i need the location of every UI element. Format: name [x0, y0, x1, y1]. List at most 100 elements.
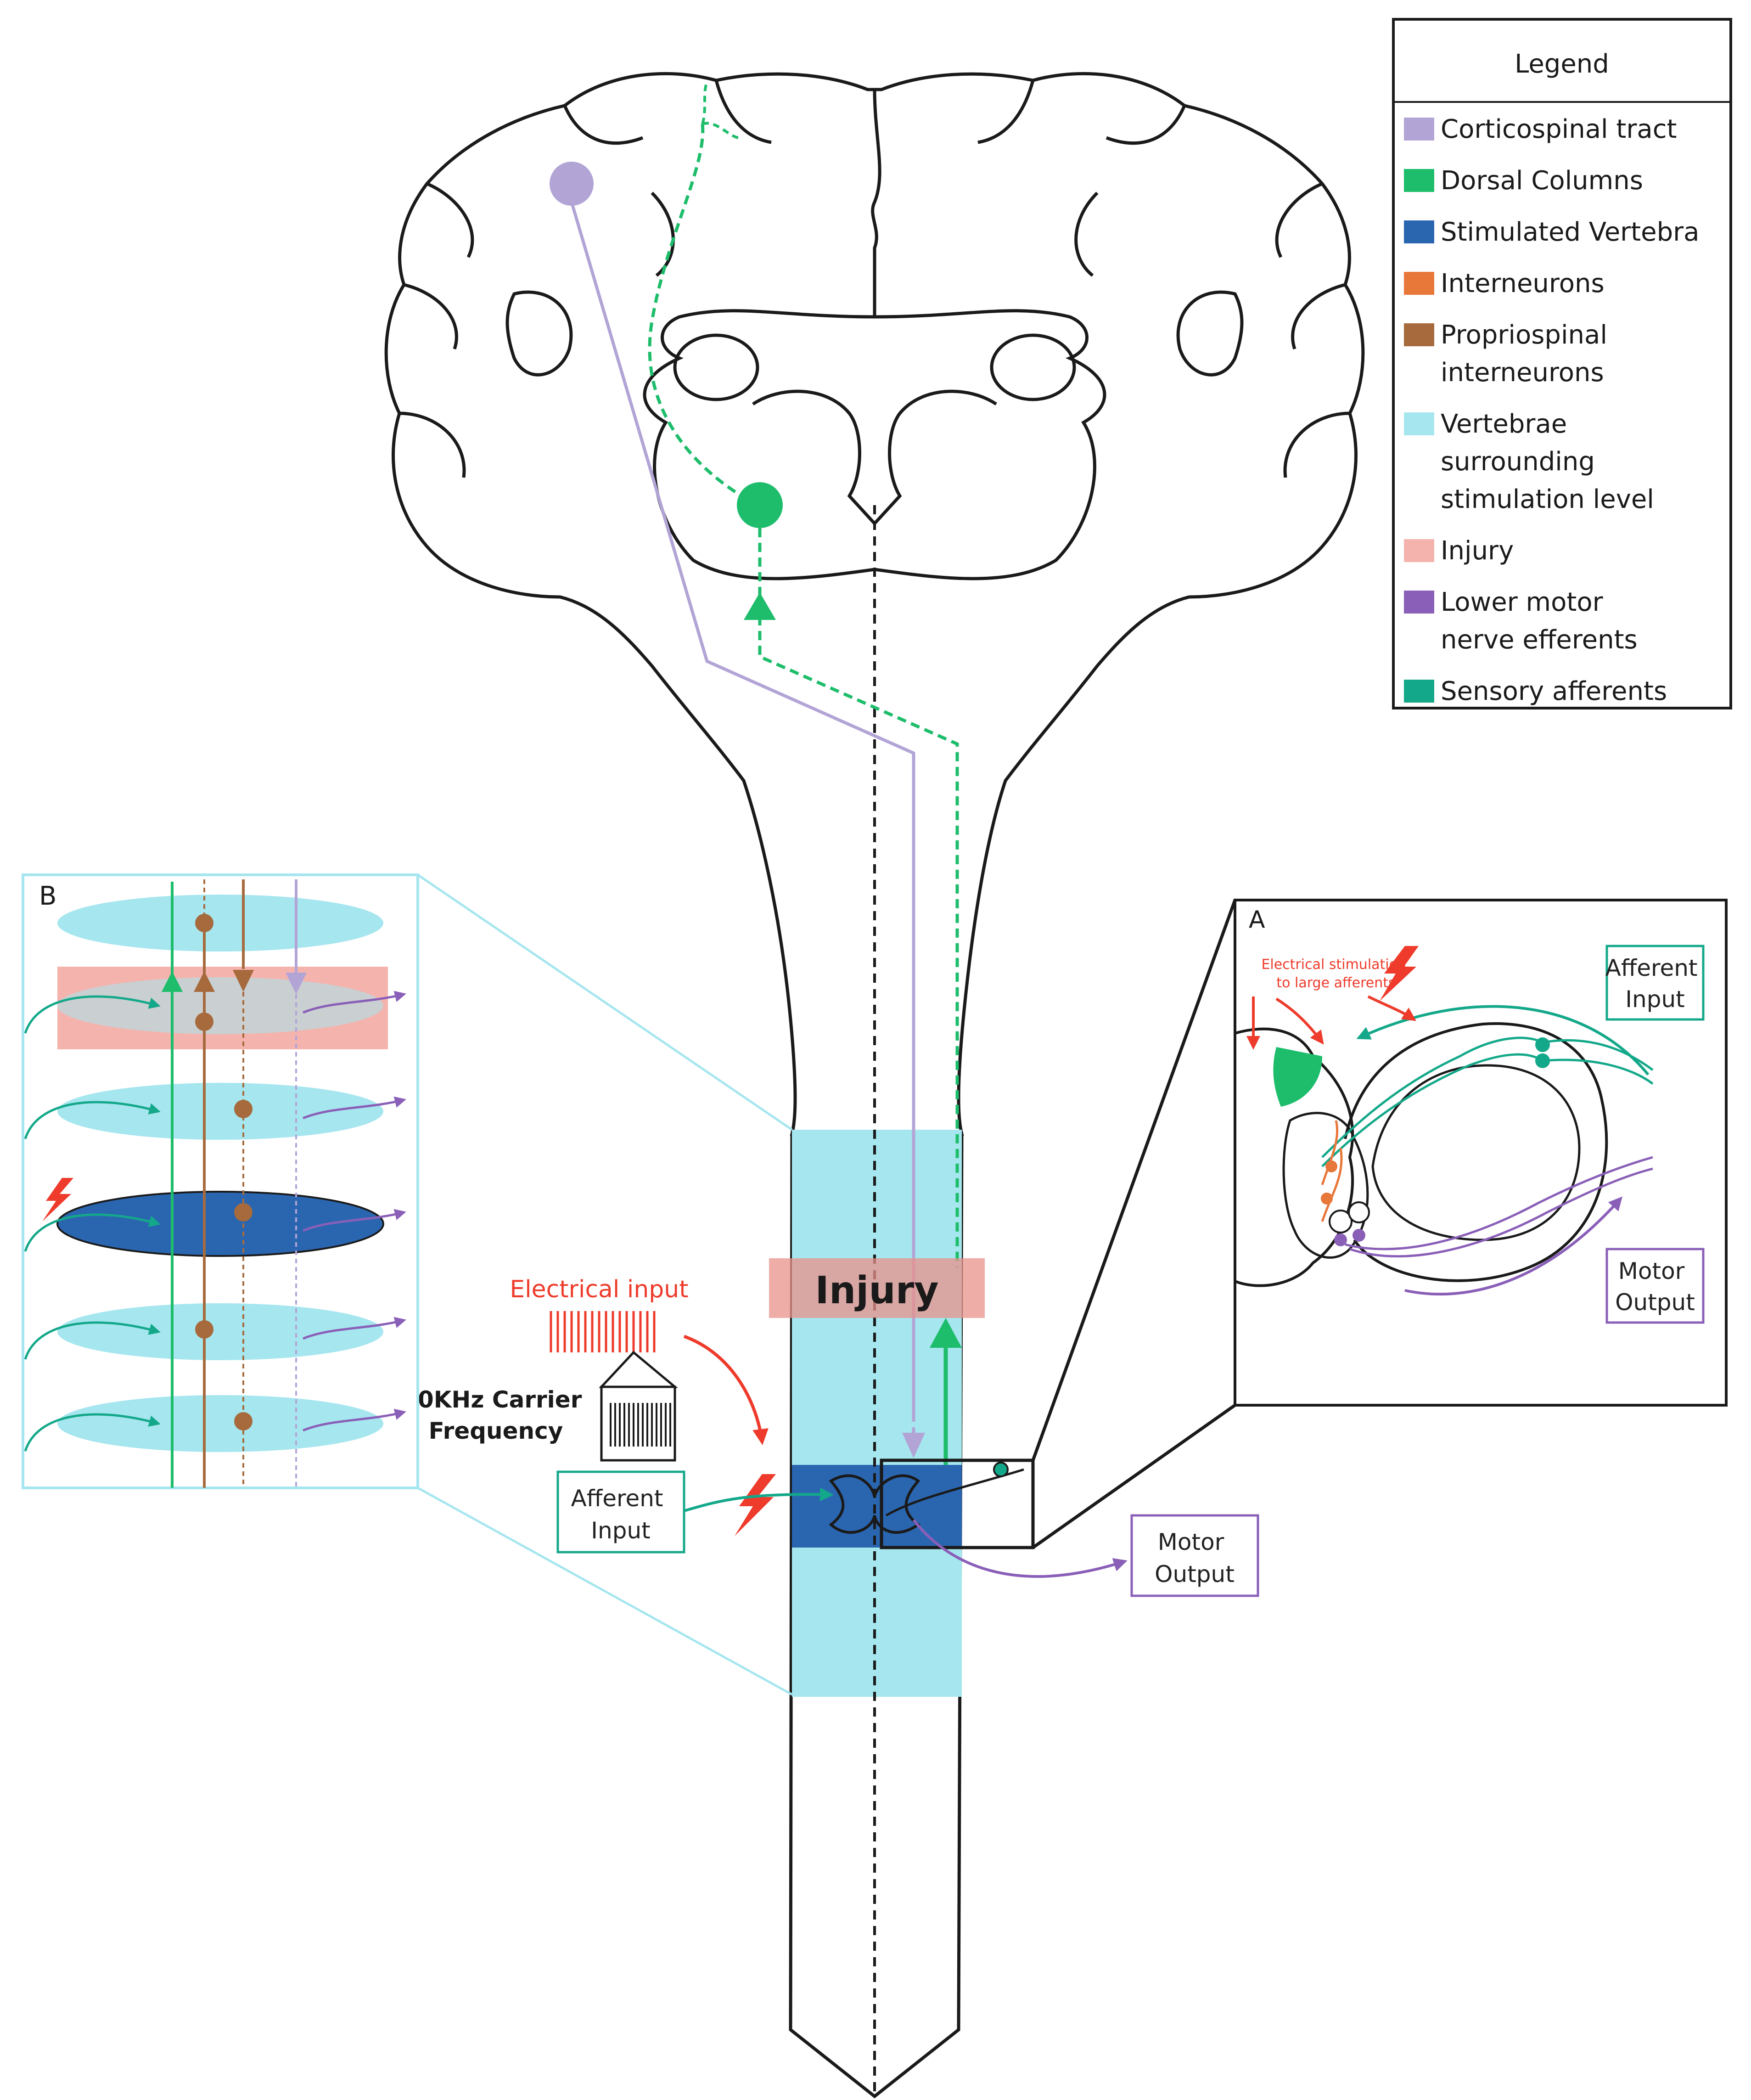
electrical-input-arrow [683, 1334, 769, 1445]
panel-b-vertebra-disk [57, 1083, 383, 1140]
legend-label-2-line-0: Stimulated Vertebra [1441, 217, 1699, 247]
motor-cortex-neuron [550, 162, 594, 206]
panel-a-motor-neuron-2 [1353, 1229, 1365, 1242]
panel-a-motor-pool-1 [1329, 1210, 1353, 1233]
motor-output-arrow [912, 1519, 1128, 1578]
legend-title: Legend [1515, 49, 1609, 79]
panel-a-motor-line1: Motor [1618, 1258, 1685, 1284]
panel-a-afferent-input-text: Afferent Input [1605, 955, 1705, 1013]
panel-a-motor-neuron-1 [1334, 1233, 1347, 1246]
panel-a-stim-line1: Electrical stimulation [1261, 957, 1406, 973]
carrier-funnel [599, 1351, 678, 1388]
panel-b-corticospinal-arrowhead [286, 973, 307, 994]
legend-swatch-5 [1404, 412, 1434, 435]
legend-label-3-line-0: Interneurons [1441, 269, 1605, 298]
electrical-pulse-train [550, 1311, 656, 1352]
legend-label-8-line-0: Sensory afferents [1441, 676, 1667, 706]
panel-a-motor-output-text: Motor Output [1615, 1258, 1695, 1316]
carrier-label: 10KHz Carrier Frequency [402, 1386, 590, 1444]
panel-b-propriospinal-up-arrowhead [194, 971, 215, 992]
legend-swatch-1 [1404, 169, 1434, 192]
legend-swatch-6 [1404, 539, 1434, 562]
stimulated-vertebra [792, 1465, 962, 1548]
panel-a-spinal-section [1234, 1027, 1354, 1287]
legend-label-4-line-0: Propriospinal [1441, 320, 1607, 350]
legend-label-0: Corticospinal tract [1441, 114, 1677, 144]
panel-b-vertebra-disk [57, 1395, 383, 1452]
panel-b-sensory-afferent [24, 1321, 161, 1360]
panel-a-motor-pool-2 [1348, 1201, 1370, 1223]
panel-b-propriospinal-neuron [195, 1013, 213, 1031]
lightning-icon [735, 1474, 776, 1536]
vertebrae-surrounding-band [792, 1130, 962, 1697]
legend-label-6-line-0: Injury [1441, 536, 1514, 566]
panel-a-interneuron-1 [1325, 1160, 1337, 1172]
panel-a-interneuron-2 [1321, 1193, 1333, 1205]
legend-label-4-line-1: interneurons [1441, 358, 1604, 388]
panel-b-lightning-icon [42, 1178, 73, 1222]
panel-a-dorsal-root-ganglion [1344, 1022, 1608, 1282]
panel-b-sensory-afferent [24, 1213, 161, 1252]
motor-output-text: Motor Output [1155, 1529, 1235, 1588]
panel-b-vertebra-disk [57, 977, 383, 1034]
panel-a-afferent-line1: Afferent [1605, 955, 1698, 981]
afferent-input-text: Afferent Input [571, 1485, 671, 1544]
legend-label-8: Sensory afferents [1441, 676, 1667, 706]
legend-label-4: Propriospinal interneurons [1441, 320, 1607, 388]
panel-b-sensory-afferent [24, 995, 161, 1034]
panel-a-inner-ring [1371, 1064, 1581, 1241]
legend-label-7-line-1: nerve efferents [1441, 625, 1638, 655]
panel-b-propriospinal-neuron [195, 1320, 213, 1339]
legend-label-2: Stimulated Vertebra [1441, 217, 1699, 247]
panel-b-motor-efferent [303, 1209, 406, 1232]
dorsal-column-arrow-up [744, 592, 776, 620]
panel-b-label: B [39, 881, 56, 911]
brain-gyri-right [977, 80, 1350, 478]
panel-b-dorsal-arrowhead [162, 971, 183, 992]
legend-swatch-3 [1404, 272, 1434, 295]
dorsal-column-arrow-spinal [930, 1318, 962, 1348]
injury-label: Injury [815, 1269, 938, 1312]
panel-b-motor-efferent [303, 1096, 406, 1120]
brainstem-lobe-left [673, 333, 759, 401]
carrier-label-line2: Frequency [429, 1418, 563, 1444]
legend-label-3: Interneurons [1441, 269, 1605, 298]
afferent-input-line2: Input [591, 1517, 650, 1544]
panel-b-propriospinal-neuron [234, 1412, 253, 1430]
afferent-input-arrow [684, 1487, 834, 1512]
afferent-input-line1: Afferent [571, 1485, 663, 1512]
panel-b-vertebra-disk [57, 895, 383, 951]
motor-output-line1: Motor [1158, 1529, 1224, 1555]
legend-swatch-7 [1404, 591, 1434, 614]
panel-a-stim-line2: to large afferents [1276, 975, 1395, 991]
legend-label-5-line-2: stimulation level [1441, 484, 1654, 514]
legend-label-5-line-1: surrounding [1441, 447, 1595, 477]
panel-b-stimulated-disk [56, 1191, 384, 1257]
panel-a-efferent-fibers [1345, 1156, 1653, 1258]
brainstem-lobe-right [990, 333, 1076, 401]
panel-a-motor-line2: Output [1615, 1289, 1695, 1316]
legend-label-7-line-0: Lower motor [1441, 587, 1604, 617]
panel-a-stim-arrow-2 [1275, 997, 1324, 1045]
legend-label-1-line-0: Dorsal Columns [1441, 166, 1643, 196]
nucleus-gracilis-neuron [737, 482, 783, 528]
panel-b-sensory-afferent [24, 1413, 161, 1452]
legend-swatch-8 [1404, 680, 1434, 703]
panel-a-afferent-cell-1 [1535, 1037, 1550, 1052]
panel-b: B [22, 873, 419, 1489]
panel-b-propriospinal-neuron [234, 1100, 253, 1118]
panel-a-afferent-cell-2 [1535, 1053, 1550, 1068]
panel-b-motor-efferent [303, 1317, 406, 1340]
motor-output-line2: Output [1155, 1561, 1235, 1588]
legend-frame [1392, 18, 1732, 709]
legend-label-1: Dorsal Columns [1441, 166, 1643, 196]
panel-b-propriospinal-down-arrowhead [233, 970, 254, 992]
legend-label-6: Injury [1441, 536, 1514, 566]
legend-swatch-4 [1404, 323, 1434, 346]
panel-b-motor-efferent [303, 991, 406, 1014]
panel-a-motor-output-box [1605, 1248, 1705, 1324]
panel-a-afferent-fibers [1321, 1036, 1654, 1167]
